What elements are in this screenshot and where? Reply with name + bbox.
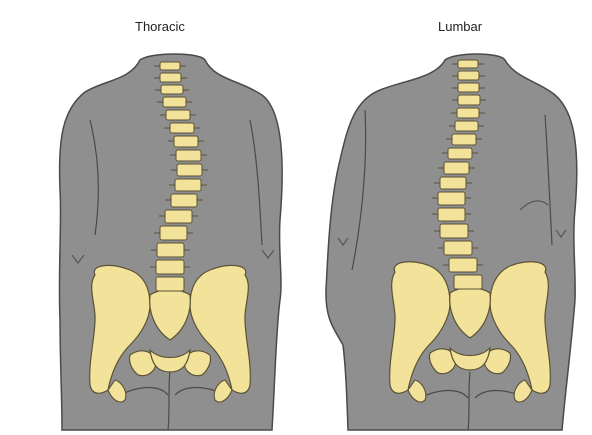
left-iliac-wing	[89, 264, 151, 394]
pubic-arch	[149, 348, 191, 373]
right-femur-head	[183, 350, 212, 377]
right-ischium	[513, 379, 533, 403]
right-hand-mark	[555, 229, 567, 238]
right-hand-mark	[261, 249, 275, 259]
vertebra	[443, 161, 470, 175]
vertebra	[173, 135, 199, 148]
left-hand-mark	[71, 254, 85, 264]
vertebra	[457, 70, 480, 81]
lumbar-label: Lumbar	[438, 19, 483, 34]
vertebra	[165, 109, 191, 121]
left-buttock-line	[167, 369, 171, 431]
lumbar-spine	[432, 59, 486, 290]
left-arm-crease	[351, 109, 367, 271]
left-hand-mark	[337, 237, 349, 246]
waist-crease	[519, 200, 549, 211]
vertebra	[457, 94, 481, 106]
vertebra	[437, 207, 466, 222]
lumbar-figure	[325, 53, 578, 431]
right-buttock-line	[467, 371, 471, 431]
vertebra	[453, 274, 483, 290]
vertebra	[160, 84, 184, 95]
vertebra	[457, 82, 480, 93]
vertebra	[159, 72, 182, 83]
vertebra	[451, 133, 477, 146]
vertebra	[457, 59, 479, 69]
vertebra	[456, 107, 480, 119]
vertebra	[448, 257, 478, 273]
thoracic-spine	[150, 61, 208, 292]
transverse-processes	[432, 63, 486, 266]
right-arm-crease	[249, 119, 263, 246]
vertebra	[169, 122, 195, 134]
vertebra	[437, 191, 466, 206]
vertebra	[439, 223, 469, 239]
vertebra	[175, 149, 202, 162]
vertebra	[454, 120, 479, 132]
right-iliac-wing	[489, 261, 551, 394]
vertebra	[164, 209, 193, 224]
vertebra	[439, 176, 467, 190]
vertebra	[162, 96, 187, 108]
left-femur-head	[128, 350, 157, 377]
left-arm-crease	[89, 119, 99, 236]
vertebra	[447, 147, 473, 160]
vertebra	[443, 240, 473, 256]
right-ischium	[213, 379, 233, 403]
vertebra	[159, 225, 188, 241]
thoracic-label: Thoracic	[135, 19, 185, 34]
right-femur-head	[483, 348, 512, 375]
vertebra	[170, 193, 198, 208]
vertebra	[156, 242, 185, 258]
transverse-processes	[150, 65, 208, 268]
pubic-arch	[449, 346, 491, 371]
left-femur-head	[428, 348, 457, 375]
left-iliac-wing	[389, 261, 451, 394]
thoracic-pelvis	[89, 264, 251, 403]
right-arm-crease	[544, 114, 553, 246]
vertebra	[155, 276, 185, 292]
lumbar-pelvis	[389, 261, 551, 403]
right-iliac-wing	[189, 264, 251, 394]
vertebra	[155, 259, 185, 275]
left-ischium	[407, 379, 427, 403]
thoracic-figure	[58, 53, 283, 431]
vertebra	[176, 163, 203, 177]
left-ischium	[107, 379, 127, 403]
vertebra	[159, 61, 181, 71]
vertebra	[174, 178, 202, 192]
